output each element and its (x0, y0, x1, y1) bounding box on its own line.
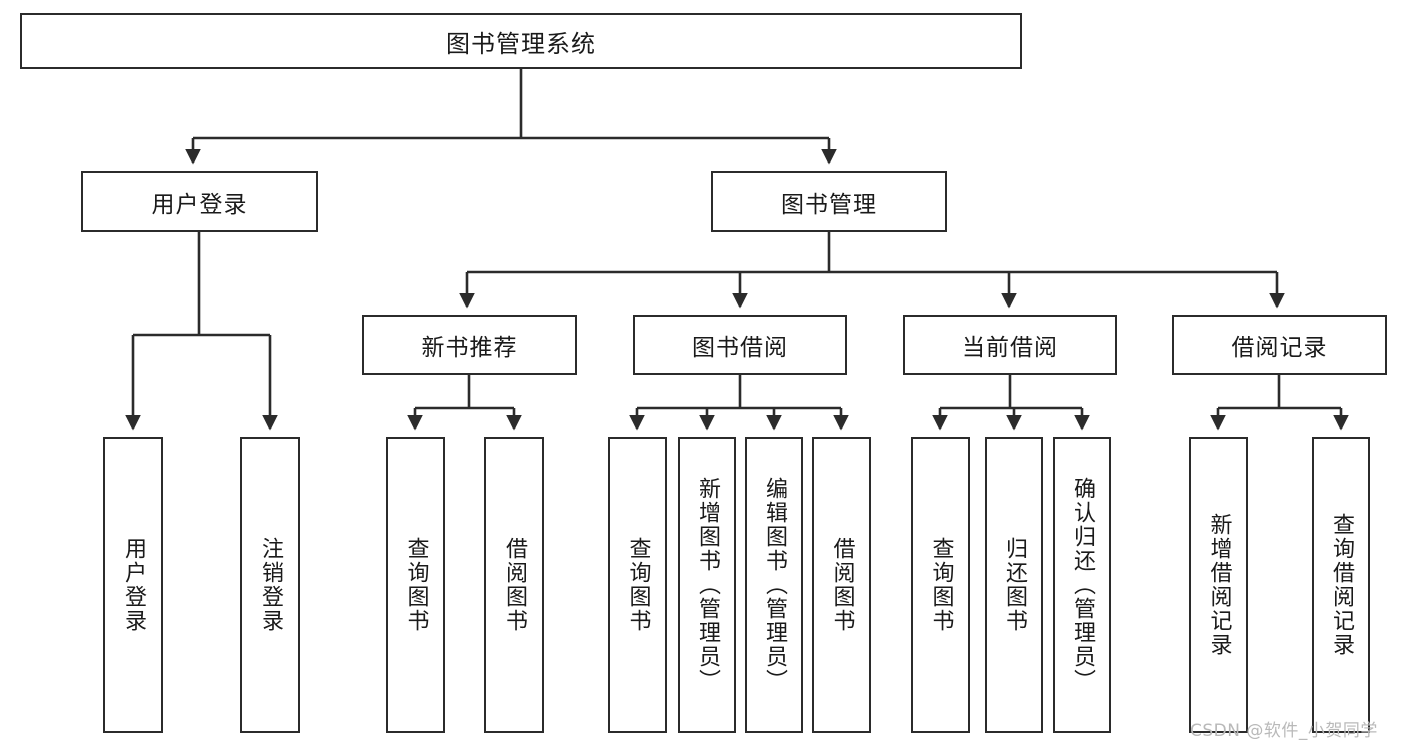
node-leaf-confirm-return[interactable]: 确认归还（管理员） (1053, 437, 1111, 733)
node-label: 注销登录 (257, 537, 283, 633)
node-label: 新增借阅记录 (1206, 513, 1232, 657)
node-book-manage[interactable]: 图书管理 (711, 171, 947, 232)
node-label: 确认归还（管理员） (1069, 477, 1095, 693)
node-label: 查询图书 (403, 537, 429, 633)
node-label: 图书管理系统 (446, 29, 596, 58)
node-label: 用户登录 (151, 191, 248, 218)
node-new-book-recommend[interactable]: 新书推荐 (362, 315, 577, 375)
node-leaf-query-book-3[interactable]: 查询图书 (911, 437, 970, 733)
node-label: 图书管理 (781, 191, 877, 218)
node-label: 归还图书 (1001, 537, 1027, 633)
node-label: 新增图书（管理员） (694, 477, 720, 693)
node-leaf-borrow-book-2[interactable]: 借阅图书 (812, 437, 871, 733)
node-leaf-edit-book[interactable]: 编辑图书（管理员） (745, 437, 803, 733)
node-label: 用户登录 (120, 537, 146, 633)
node-book-borrow[interactable]: 图书借阅 (633, 315, 847, 375)
node-label: 查询图书 (625, 537, 651, 633)
watermark-label: CSDN @软件_小贺同学 (1190, 721, 1378, 741)
node-leaf-query-book-1[interactable]: 查询图书 (386, 437, 445, 733)
node-leaf-add-book[interactable]: 新增图书（管理员） (678, 437, 736, 733)
node-user-login[interactable]: 用户登录 (81, 171, 318, 232)
node-label: 图书借阅 (692, 335, 788, 361)
node-root-system[interactable]: 图书管理系统 (20, 13, 1022, 69)
node-leaf-add-record[interactable]: 新增借阅记录 (1189, 437, 1248, 733)
node-leaf-query-record[interactable]: 查询借阅记录 (1312, 437, 1370, 733)
node-label: 编辑图书（管理员） (761, 477, 787, 693)
node-label: 借阅图书 (501, 537, 527, 633)
node-leaf-query-book-2[interactable]: 查询图书 (608, 437, 667, 733)
node-leaf-return-book[interactable]: 归还图书 (985, 437, 1043, 733)
node-leaf-user-login[interactable]: 用户登录 (103, 437, 163, 733)
node-current-borrow[interactable]: 当前借阅 (903, 315, 1117, 375)
node-leaf-borrow-book-1[interactable]: 借阅图书 (484, 437, 544, 733)
node-label: 新书推荐 (421, 335, 518, 361)
node-label: 查询借阅记录 (1328, 513, 1354, 657)
node-label: 查询图书 (928, 537, 954, 633)
node-leaf-user-logout[interactable]: 注销登录 (240, 437, 300, 733)
node-label: 当前借阅 (962, 335, 1058, 361)
node-label: 借阅记录 (1231, 335, 1328, 361)
node-label: 借阅图书 (829, 537, 855, 633)
node-borrow-record[interactable]: 借阅记录 (1172, 315, 1387, 375)
